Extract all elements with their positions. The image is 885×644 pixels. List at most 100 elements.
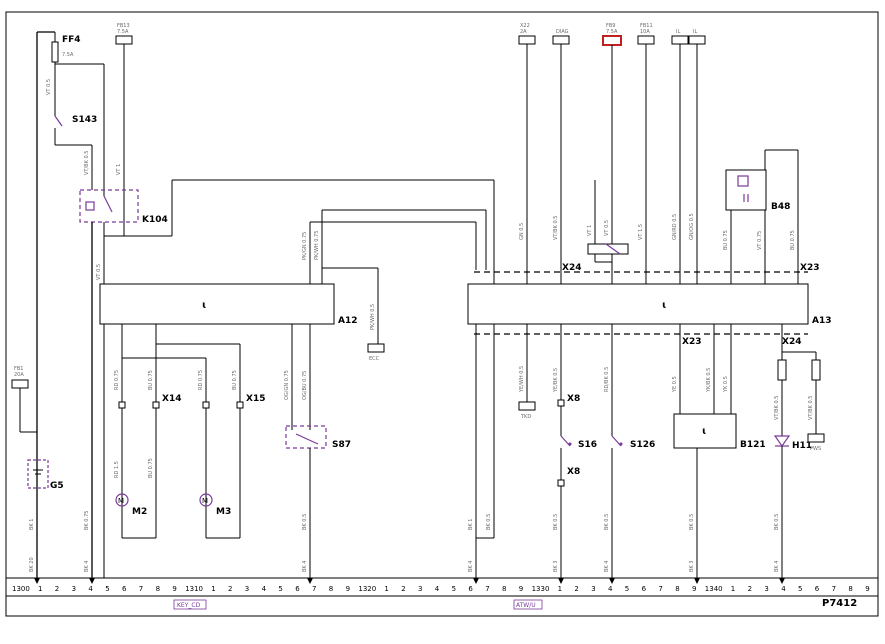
- wire-label: BU 0.75: [148, 370, 154, 390]
- diagram-border: [5, 11, 879, 617]
- wire-label: VT 0.75: [757, 231, 763, 250]
- motor-m2: M M2: [115, 493, 147, 517]
- svg-text:2A: 2A: [520, 29, 527, 35]
- axis-digit: 7: [312, 585, 316, 593]
- supply-il-2: IL: [688, 29, 706, 284]
- wire-label: BK 1: [29, 519, 35, 530]
- wire-label: OG/BU 0.75: [302, 371, 308, 400]
- axis-digit: 5: [798, 585, 802, 593]
- axis-digit: 2: [748, 585, 752, 593]
- svg-text:G5: G5: [50, 481, 64, 491]
- axis-digit: 3: [245, 585, 249, 593]
- svg-text:IL: IL: [676, 29, 680, 35]
- svg-text:S16: S16: [578, 440, 597, 450]
- svg-text:PWS: PWS: [810, 446, 821, 452]
- supply-il-1: IL: [671, 29, 689, 284]
- supply-x22: X22 2A: [518, 23, 536, 284]
- axis-digit: 4: [781, 585, 786, 593]
- wire-label: RD 0.75: [198, 370, 204, 390]
- wire-label: VT 1: [116, 164, 122, 175]
- wire-label: VT 0.5: [604, 220, 610, 236]
- axis-digit: 7: [485, 585, 489, 593]
- wire-label: GN/RD 0.5: [672, 214, 678, 240]
- wire-label: RD 0.75: [114, 370, 120, 390]
- wire-label: PK/GN 0.75: [302, 232, 308, 260]
- wire-label: BK 0.5: [604, 514, 610, 530]
- wire-label: VT 1.5: [638, 224, 644, 240]
- svg-text:X15: X15: [246, 394, 265, 404]
- axis-digit: 4: [88, 585, 93, 593]
- terminal-pws: [807, 433, 825, 443]
- wire-label: GN 0.5: [519, 223, 525, 240]
- svg-text:X8: X8: [567, 467, 580, 477]
- axis-digit: 6: [815, 585, 820, 593]
- ground-label: BK 4: [604, 561, 610, 572]
- axis-digit: 9: [519, 585, 523, 593]
- ground-label: BK 20: [29, 557, 35, 572]
- supply-fb13: FB13 7.5A: [115, 23, 133, 196]
- axis-digit: 2: [401, 585, 405, 593]
- axis-digit: 8: [675, 585, 679, 593]
- axis-digit: 3: [764, 585, 768, 593]
- link-atw-u[interactable]: ATW/U: [513, 599, 543, 610]
- svg-text:FB11: FB11: [640, 23, 653, 29]
- terminal-tkd: [518, 401, 536, 411]
- wire-label: VT/BK 0.5: [774, 396, 780, 420]
- wire-label: VT 1: [587, 225, 593, 236]
- connector-x15: X15: [202, 394, 265, 409]
- svg-text:X24: X24: [562, 263, 581, 273]
- axis-digit: 9: [692, 585, 696, 593]
- axis-digit: 5: [625, 585, 629, 593]
- component-b48: B48: [725, 149, 799, 284]
- axis-digit: 6: [642, 585, 647, 593]
- svg-text:M: M: [202, 497, 208, 505]
- axis-digit: 1: [384, 585, 388, 593]
- wire-label: BK 0.5: [486, 514, 492, 530]
- switch-s16: S16: [560, 435, 597, 450]
- wire-label: BU 0.75: [790, 230, 796, 250]
- axis-digit: 3: [418, 585, 422, 593]
- axis-digit: 4: [435, 585, 440, 593]
- axis-digit: 1: [558, 585, 562, 593]
- axis-digit: 5: [278, 585, 282, 593]
- wire-label: BK 0.5: [553, 514, 559, 530]
- svg-text:ATW/U: ATW/U: [516, 602, 536, 609]
- axis-section-start: 1340: [705, 585, 723, 593]
- supply-fb9: FB9 7.5A: [602, 23, 622, 244]
- wire-label: VT 0.5: [96, 264, 102, 280]
- axis-digit: 9: [346, 585, 350, 593]
- svg-text:FB13: FB13: [117, 23, 130, 29]
- axis-digit: 6: [122, 585, 127, 593]
- link-key-cd[interactable]: KEY_CD: [173, 599, 207, 610]
- supply-diag: DIAG: [552, 29, 570, 284]
- wire-label: BU 0.75: [148, 458, 154, 478]
- ground-label: BK 4: [774, 561, 780, 572]
- svg-text:X22: X22: [520, 23, 530, 29]
- wire-label: YK 0.5: [723, 376, 729, 393]
- axis-digit: 4: [608, 585, 613, 593]
- svg-text:7.5A: 7.5A: [606, 29, 618, 35]
- axis-digit: 6: [468, 585, 473, 593]
- terminal-ecc: [367, 343, 385, 353]
- fuse-ff4-rating: 7.5A: [62, 52, 74, 58]
- axis-digit: 7: [832, 585, 836, 593]
- axis-digit: 9: [865, 585, 869, 593]
- axis-digit: 8: [848, 585, 852, 593]
- axis-section-start: 1300: [12, 585, 30, 593]
- ground-label: BK 3: [689, 561, 695, 572]
- a13-symbol: ɩ: [662, 300, 666, 311]
- svg-text:X14: X14: [162, 394, 181, 404]
- axis-digit: 1: [38, 585, 42, 593]
- supply-fb1: FB1 20A: [11, 366, 37, 433]
- relay-coil: [587, 180, 629, 284]
- wire-label: PK/WH 0.75: [314, 231, 320, 260]
- switch-s87: S87: [285, 324, 351, 578]
- wire-label: BK 0.5: [302, 514, 308, 530]
- wire-label: BK 0.5: [689, 514, 695, 530]
- svg-text:H11: H11: [792, 441, 812, 451]
- wire-label: RD 1.5: [114, 461, 120, 478]
- wire-label: OG/GN 0.75: [284, 370, 290, 400]
- wire-label: YE/BK 0.5: [553, 368, 559, 393]
